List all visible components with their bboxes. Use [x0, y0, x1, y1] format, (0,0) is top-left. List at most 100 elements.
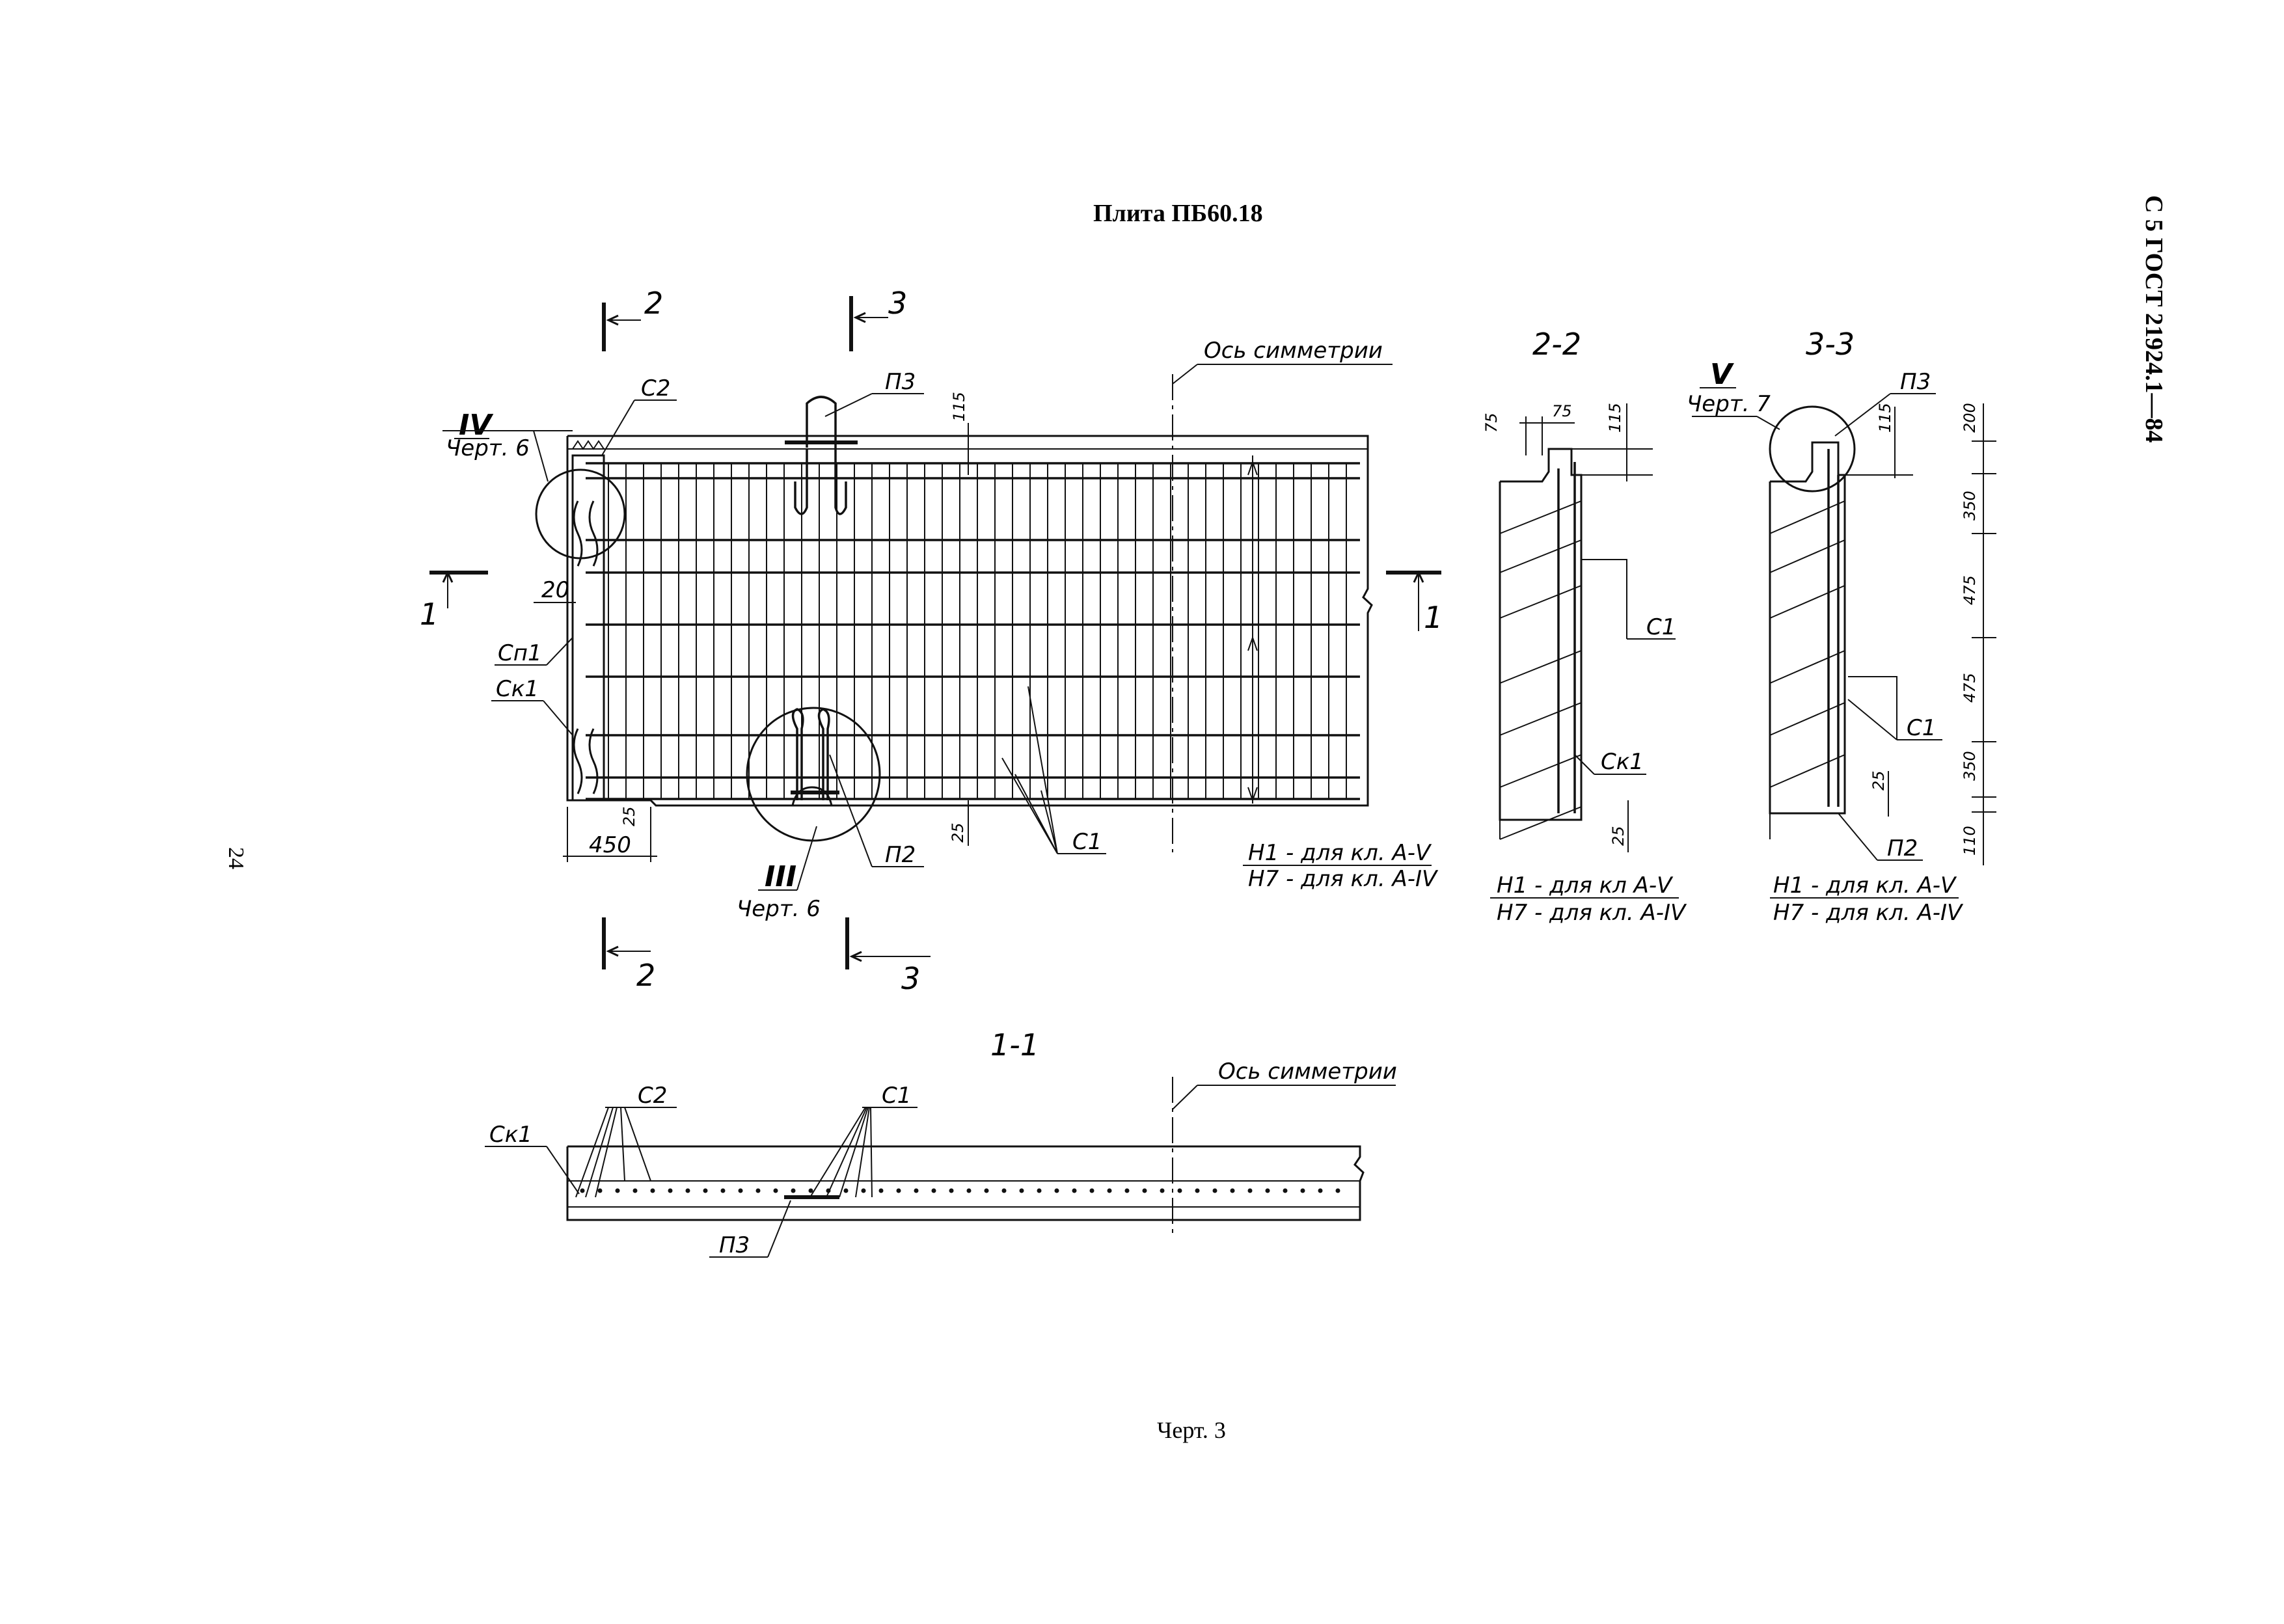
callout-iii-ref: Черт. 6: [737, 896, 821, 922]
s33-p2-leader: [1838, 813, 1878, 861]
dim-25-plan: 25: [949, 822, 967, 843]
s11-sk1-leader: [546, 1146, 580, 1195]
rebar-dot: [1335, 1188, 1340, 1193]
loop-detail-iv: [573, 500, 599, 567]
rebar-dot: [791, 1188, 796, 1193]
s22-dim-75a: 75: [1482, 413, 1501, 433]
rebar-dot: [1160, 1188, 1165, 1193]
axis-label: Ось симметрии: [1204, 338, 1383, 364]
dim-450: 450: [589, 832, 631, 858]
s22-dim-115: 115: [1606, 403, 1624, 433]
rebar-dot: [597, 1188, 603, 1193]
section-1-1-outline: [566, 1145, 1365, 1221]
label-sp1-leader: [546, 637, 573, 666]
plan-view: Ось симметрии IV Черт. 6 С2 20 Сп1 Ск1 П…: [420, 286, 1443, 996]
loop-recess: [791, 786, 833, 806]
slab-outline: [566, 435, 1373, 807]
cut-label-2-bottom: 2: [636, 958, 655, 993]
s33-p3-leader: [1834, 393, 1891, 437]
rebar-dot: [878, 1188, 884, 1193]
rebar-dot: [808, 1188, 813, 1193]
detail-circle-v: [1769, 405, 1856, 493]
cut-marker-1-right: 1: [1386, 570, 1443, 635]
section-3-3-title: 3-3: [1806, 327, 1855, 362]
rebar-dot: [1001, 1188, 1007, 1193]
c2-zigzag: [572, 440, 605, 450]
s33-dim-475a: 475: [1961, 575, 1979, 605]
rebar-dot: [1283, 1188, 1288, 1193]
s11-p3-leader: [767, 1200, 791, 1258]
label-p2-plan: П2: [885, 842, 916, 868]
rebar-dot: [914, 1188, 919, 1193]
hatch-line: [1499, 539, 1582, 573]
rebar-dot: [1124, 1188, 1130, 1193]
hatch-line: [1769, 650, 1845, 684]
rebar-dot: [650, 1188, 655, 1193]
page-title: Плита ПБ60.18: [1093, 200, 1263, 227]
rebar-dot: [773, 1188, 778, 1193]
s22-c1-leader: [1581, 559, 1627, 639]
rebar-dot: [615, 1188, 620, 1193]
s33-dim-110: 110: [1961, 826, 1979, 856]
cut-label-1-left: 1: [420, 597, 439, 632]
s33-dim-350b: 350: [1961, 751, 1979, 781]
s22-note-h1: Н1 - для кл А-V: [1497, 873, 1674, 899]
rebar-dot: [720, 1188, 726, 1193]
rebar-dot: [1054, 1188, 1059, 1193]
hatch-line: [1769, 585, 1845, 619]
hatch-line: [1499, 585, 1582, 619]
dim-115-plan: 115: [950, 392, 968, 422]
rebar-dot: [685, 1188, 690, 1193]
rebar-dot: [861, 1188, 866, 1193]
section-2-2-outline: [1499, 448, 1583, 821]
label-p3-plan: П3: [885, 369, 916, 395]
section-3-3: 3-3 V Черт. 7 П3 115 200 350 475: [1687, 327, 1996, 926]
hatch-line: [1769, 754, 1845, 788]
label-c1-leaders: [1001, 686, 1058, 854]
callout-v-ref: Черт. 7: [1687, 391, 1771, 417]
rebar-dot: [703, 1188, 708, 1193]
s33-note-h7: Н7 - для кл. А-IV: [1773, 900, 1964, 926]
plan-note-h1: Н1 - для кл. А-V: [1248, 840, 1432, 866]
rebar-dot: [931, 1188, 936, 1193]
figure-caption: Черт. 3: [1157, 1417, 1226, 1443]
cut-label-3-bottom: 3: [901, 961, 920, 996]
s33-dim-475b: 475: [1961, 673, 1979, 703]
callout-iii-leader: [796, 826, 817, 891]
callout-iii: III: [765, 860, 796, 893]
end-cage-sk1: [571, 454, 605, 802]
right-dimension-arrows: [1247, 455, 1258, 804]
section-1-1-axis-leader: [1172, 1085, 1198, 1110]
cut-label-2-top: 2: [644, 286, 663, 321]
rebar-dot: [984, 1188, 989, 1193]
hatch-line: [1769, 500, 1845, 534]
label-p3-leader: [824, 393, 873, 417]
section-1-1-axis-label: Ось симметрии: [1218, 1059, 1397, 1085]
rebar-dot: [843, 1188, 849, 1193]
cut-marker-2-bottom: 2: [602, 917, 655, 993]
cut-marker-3-bottom: 3: [845, 917, 931, 996]
section-2-2-title: 2-2: [1532, 327, 1581, 362]
axis-leader: [1172, 364, 1198, 385]
rebar-dot: [668, 1188, 673, 1193]
cut-marker-1-left: 1: [420, 570, 488, 632]
s33-dim-ticks: [1972, 440, 1996, 813]
section-2-2-hatching: [1499, 500, 1582, 840]
hatch-line: [1499, 702, 1582, 736]
rebar-dot: [580, 1188, 585, 1193]
cut-label-3-top: 3: [888, 286, 907, 321]
cut-label-1-right: 1: [1424, 600, 1443, 635]
callout-iv-leader: [533, 430, 549, 482]
detail-circle-iv: [535, 468, 626, 560]
rebar-dot: [1089, 1188, 1094, 1193]
s33-dim-200: 200: [1961, 403, 1979, 433]
hatch-line: [1499, 650, 1582, 684]
standard-code: С 5 ГОСТ 21924.1—84: [2140, 195, 2168, 442]
s22-dim-25: 25: [1609, 826, 1627, 846]
s33-c1-leader: [1847, 676, 1897, 740]
label-sp1: Сп1: [498, 640, 542, 666]
lifting-loop-p2-b: [817, 708, 830, 800]
rebar-dot: [1177, 1188, 1182, 1193]
s11-label-c1: С1: [882, 1083, 911, 1109]
